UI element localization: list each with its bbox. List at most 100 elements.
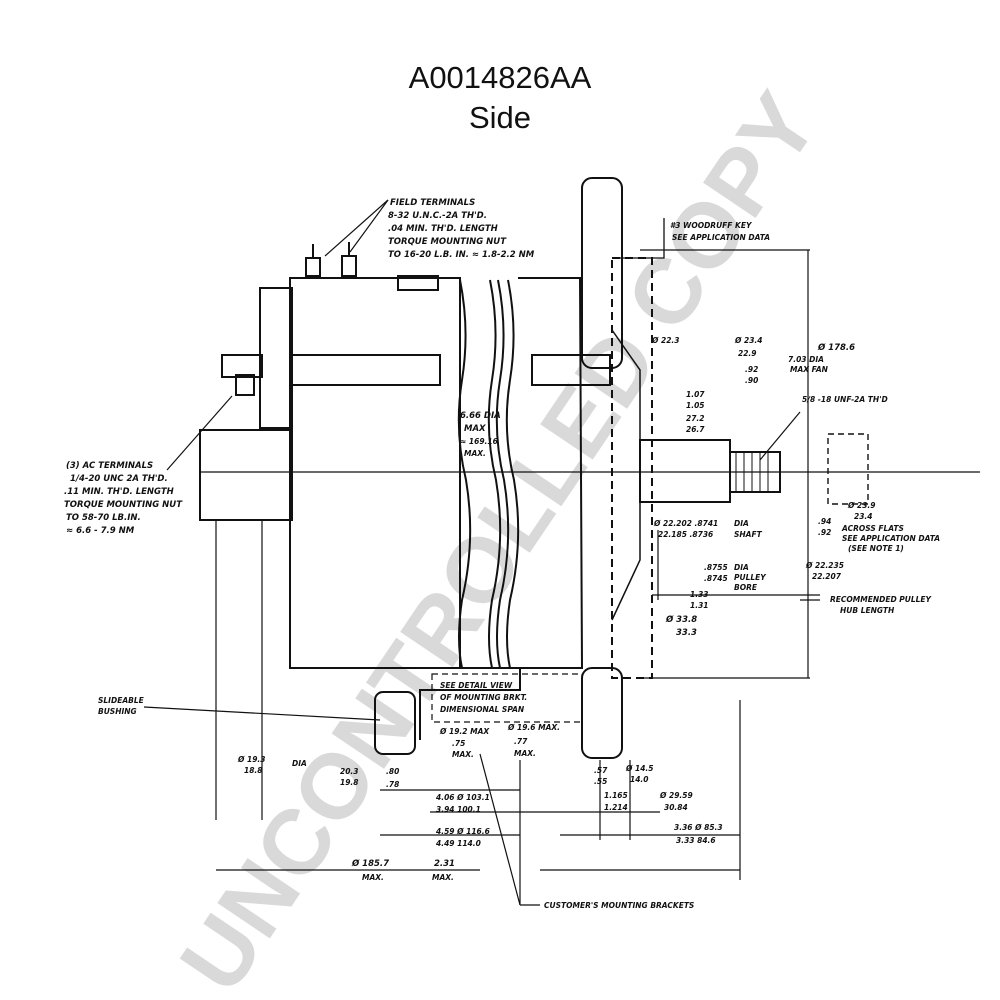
ac-terminal-stud — [221, 354, 263, 396]
body-dia-1: 6.66 DIA — [460, 411, 501, 421]
bracket-left-1: Ø 19.2 MAX — [439, 727, 490, 736]
ac-terminals-line-2: 1/4-20 UNC 2A TH'D. — [70, 474, 168, 484]
pulley-hub — [639, 439, 731, 503]
bracket-right-2: .77 — [514, 737, 528, 746]
stator-left — [457, 279, 472, 669]
woodruff-line-1: #3 WOODRUFF KEY — [670, 221, 753, 230]
bracket-right-3: MAX. — [514, 749, 536, 758]
upper-mount-ear — [581, 177, 623, 369]
ac-terminals-line-3: .11 MIN. TH'D. LENGTH — [64, 487, 174, 497]
customer-brackets: CUSTOMER'S MOUNTING BRACKETS — [544, 901, 694, 910]
span-2959-2: 30.84 — [664, 803, 688, 812]
dim-92: .92 — [745, 365, 758, 374]
hub-in-1: 1.33 — [690, 590, 709, 599]
shaft-thread — [729, 451, 781, 493]
span-459-2: 4.49 114.0 — [436, 839, 481, 848]
bush-small-2: 19.8 — [340, 778, 359, 787]
dim-22-3: Ø 22.3 — [651, 336, 680, 345]
fan-metric: Ø 178.6 — [817, 342, 855, 353]
fan-max: MAX FAN — [790, 365, 829, 374]
bore-mm-1: Ø 22.235 — [805, 561, 844, 570]
field-terminal-studs — [305, 242, 357, 277]
span-2959-1: Ø 29.59 — [659, 791, 693, 800]
ac-terminals-line-5: TO 58-70 LB.IN. — [66, 513, 141, 523]
body-dia-2: MAX — [464, 424, 486, 434]
nut-outline — [827, 433, 869, 505]
shaft-label: SHAFT — [734, 530, 763, 539]
pulley-hub-2: HUB LENGTH — [840, 606, 895, 615]
bush-dia-2: 18.8 — [244, 766, 263, 775]
shaft-in-2: 22.185 .8736 — [658, 530, 713, 539]
front-bolt — [531, 354, 611, 386]
dim-107: 1.07 — [686, 390, 705, 399]
across-flats-see: SEE APPLICATION DATA — [842, 534, 940, 543]
field-terminals-line-4: TORQUE MOUNTING NUT — [388, 237, 507, 247]
detail-view-note: SEE DETAIL VIEW OF MOUNTING BRKT. DIMENS… — [431, 673, 583, 723]
alternator-body-linework — [143, 177, 980, 906]
through-bolt — [289, 354, 441, 386]
overall-mm: Ø 185.7 — [351, 858, 389, 869]
detail-view-3: DIMENSIONAL SPAN — [440, 705, 525, 714]
field-terminals-line-1: FIELD TERMINALS — [390, 198, 475, 208]
flats-94: .94 — [818, 517, 831, 526]
dim-80-2: .78 — [386, 780, 399, 789]
hub-mm-1: Ø 33.8 — [665, 614, 697, 625]
overall-in: 2.31 — [434, 859, 455, 869]
ac-terminals-line-6: ≈ 6.6 - 7.9 NM — [66, 526, 135, 536]
bore-in-1: .8755 — [704, 563, 728, 572]
slideable-2: BUSHING — [98, 707, 137, 716]
dim-80-1: .80 — [386, 767, 399, 776]
slideable-1: SLIDEABLE — [98, 696, 145, 705]
field-terminal-box — [397, 275, 439, 291]
drive-end-housing — [518, 277, 584, 669]
bore-mm-2: 22.207 — [812, 572, 842, 581]
across-flats: ACROSS FLATS — [841, 524, 904, 533]
field-terminals-callout: FIELD TERMINALS 8-32 U.N.C.-2A TH'D. .04… — [388, 198, 535, 260]
bore-bore: BORE — [734, 583, 758, 592]
bore-in-2: .8745 — [704, 574, 728, 583]
span-336-1: 3.36 Ø 85.3 — [674, 823, 723, 832]
field-terminals-line-2: 8-32 U.N.C.-2A TH'D. — [388, 211, 487, 221]
rear-boss — [259, 287, 293, 429]
hub-mm-2: 33.3 — [676, 628, 697, 638]
bracket-left-2: .75 — [452, 739, 465, 748]
thread-label: 5/8 -18 UNF-2A TH'D — [802, 395, 888, 404]
flats-92: .92 — [818, 528, 831, 537]
dim-90: .90 — [745, 376, 758, 385]
dim-145-1: Ø 14.5 — [625, 764, 654, 773]
flats-23-4: 23.4 — [854, 512, 873, 521]
ac-terminals-line-1: (3) AC TERMINALS — [66, 461, 153, 471]
dimension-lines — [216, 249, 820, 880]
leader-lines — [143, 199, 820, 906]
bush-dia-3: DIA — [292, 759, 307, 768]
lower-mount-ear — [581, 667, 623, 759]
dim-22-9: 22.9 — [738, 349, 757, 358]
bush-small-1: 20.3 — [340, 767, 359, 776]
overall-mm-max: MAX. — [362, 873, 384, 882]
dim-105: 1.05 — [686, 401, 705, 410]
across-flats-note: (SEE NOTE 1) — [848, 544, 904, 553]
overall-in-max: MAX. — [432, 873, 454, 882]
woodruff-line-2: SEE APPLICATION DATA — [672, 233, 770, 242]
view-label: Side — [468, 100, 532, 135]
part-number: A0014826AA — [408, 60, 592, 95]
body-dia-3: ≈ 169.16 — [460, 437, 498, 446]
title-block: A0014826AA Side — [0, 58, 1000, 138]
bracket-left-3: MAX. — [452, 750, 474, 759]
shaft-dia: DIA — [734, 519, 749, 528]
woodruff-leader — [612, 218, 665, 259]
dim-57-1: .57 — [594, 766, 608, 775]
slideable-bushing — [374, 691, 416, 755]
ac-terminals-line-4: TORQUE MOUNTING NUT — [64, 500, 183, 510]
span-1165: 1.165 — [604, 791, 628, 800]
dim-267: 26.7 — [686, 425, 705, 434]
flats-23-9: Ø 23.9 — [847, 501, 876, 510]
shaft-in-1: Ø 22.202 .8741 — [653, 519, 718, 528]
span-336-2: 3.33 84.6 — [676, 836, 716, 845]
field-terminals-line-3: .04 MIN. TH'D. LENGTH — [388, 224, 498, 234]
dim-145-2: 14.0 — [630, 775, 649, 784]
dim-272: 27.2 — [686, 414, 705, 423]
lower-bracket — [290, 667, 521, 740]
pulley-hub-1: RECOMMENDED PULLEY — [830, 595, 933, 604]
